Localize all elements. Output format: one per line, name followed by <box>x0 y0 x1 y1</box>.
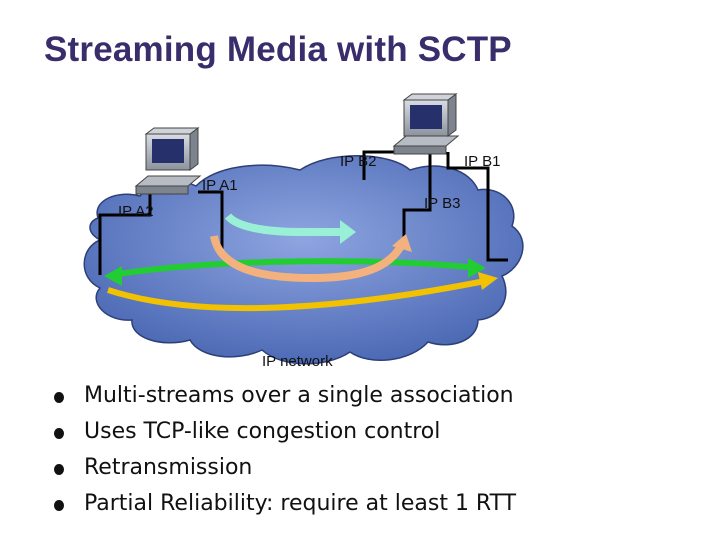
label-ip-a1: IP A1 <box>202 177 238 194</box>
host-a-computer-icon <box>136 128 200 194</box>
bullet-dot-icon <box>54 428 64 439</box>
bullet-text: Multi-streams over a single association <box>84 383 514 408</box>
bullet-text: Retransmission <box>84 455 252 480</box>
label-ip-a2: IP A2 <box>118 203 154 220</box>
bullet-item: Uses TCP-like congestion control <box>52 414 516 450</box>
label-ip-b3: IP B3 <box>424 195 460 212</box>
bullet-list: Multi-streams over a single association … <box>52 378 516 522</box>
bullet-text: Uses TCP-like congestion control <box>84 419 440 444</box>
bullet-dot-icon <box>54 464 64 475</box>
label-ip-network: IP network <box>262 353 333 370</box>
label-ip-b2: IP B2 <box>340 153 376 170</box>
bullet-item: Retransmission <box>52 450 516 486</box>
host-b-computer-icon <box>394 94 458 154</box>
bullet-text: Partial Reliability: require at least 1 … <box>84 491 516 516</box>
bullet-dot-icon <box>54 392 64 403</box>
label-ip-b1: IP B1 <box>464 153 500 170</box>
bullet-item: Multi-streams over a single association <box>52 378 516 414</box>
bullet-item: Partial Reliability: require at least 1 … <box>52 486 516 522</box>
bullet-dot-icon <box>54 500 64 511</box>
